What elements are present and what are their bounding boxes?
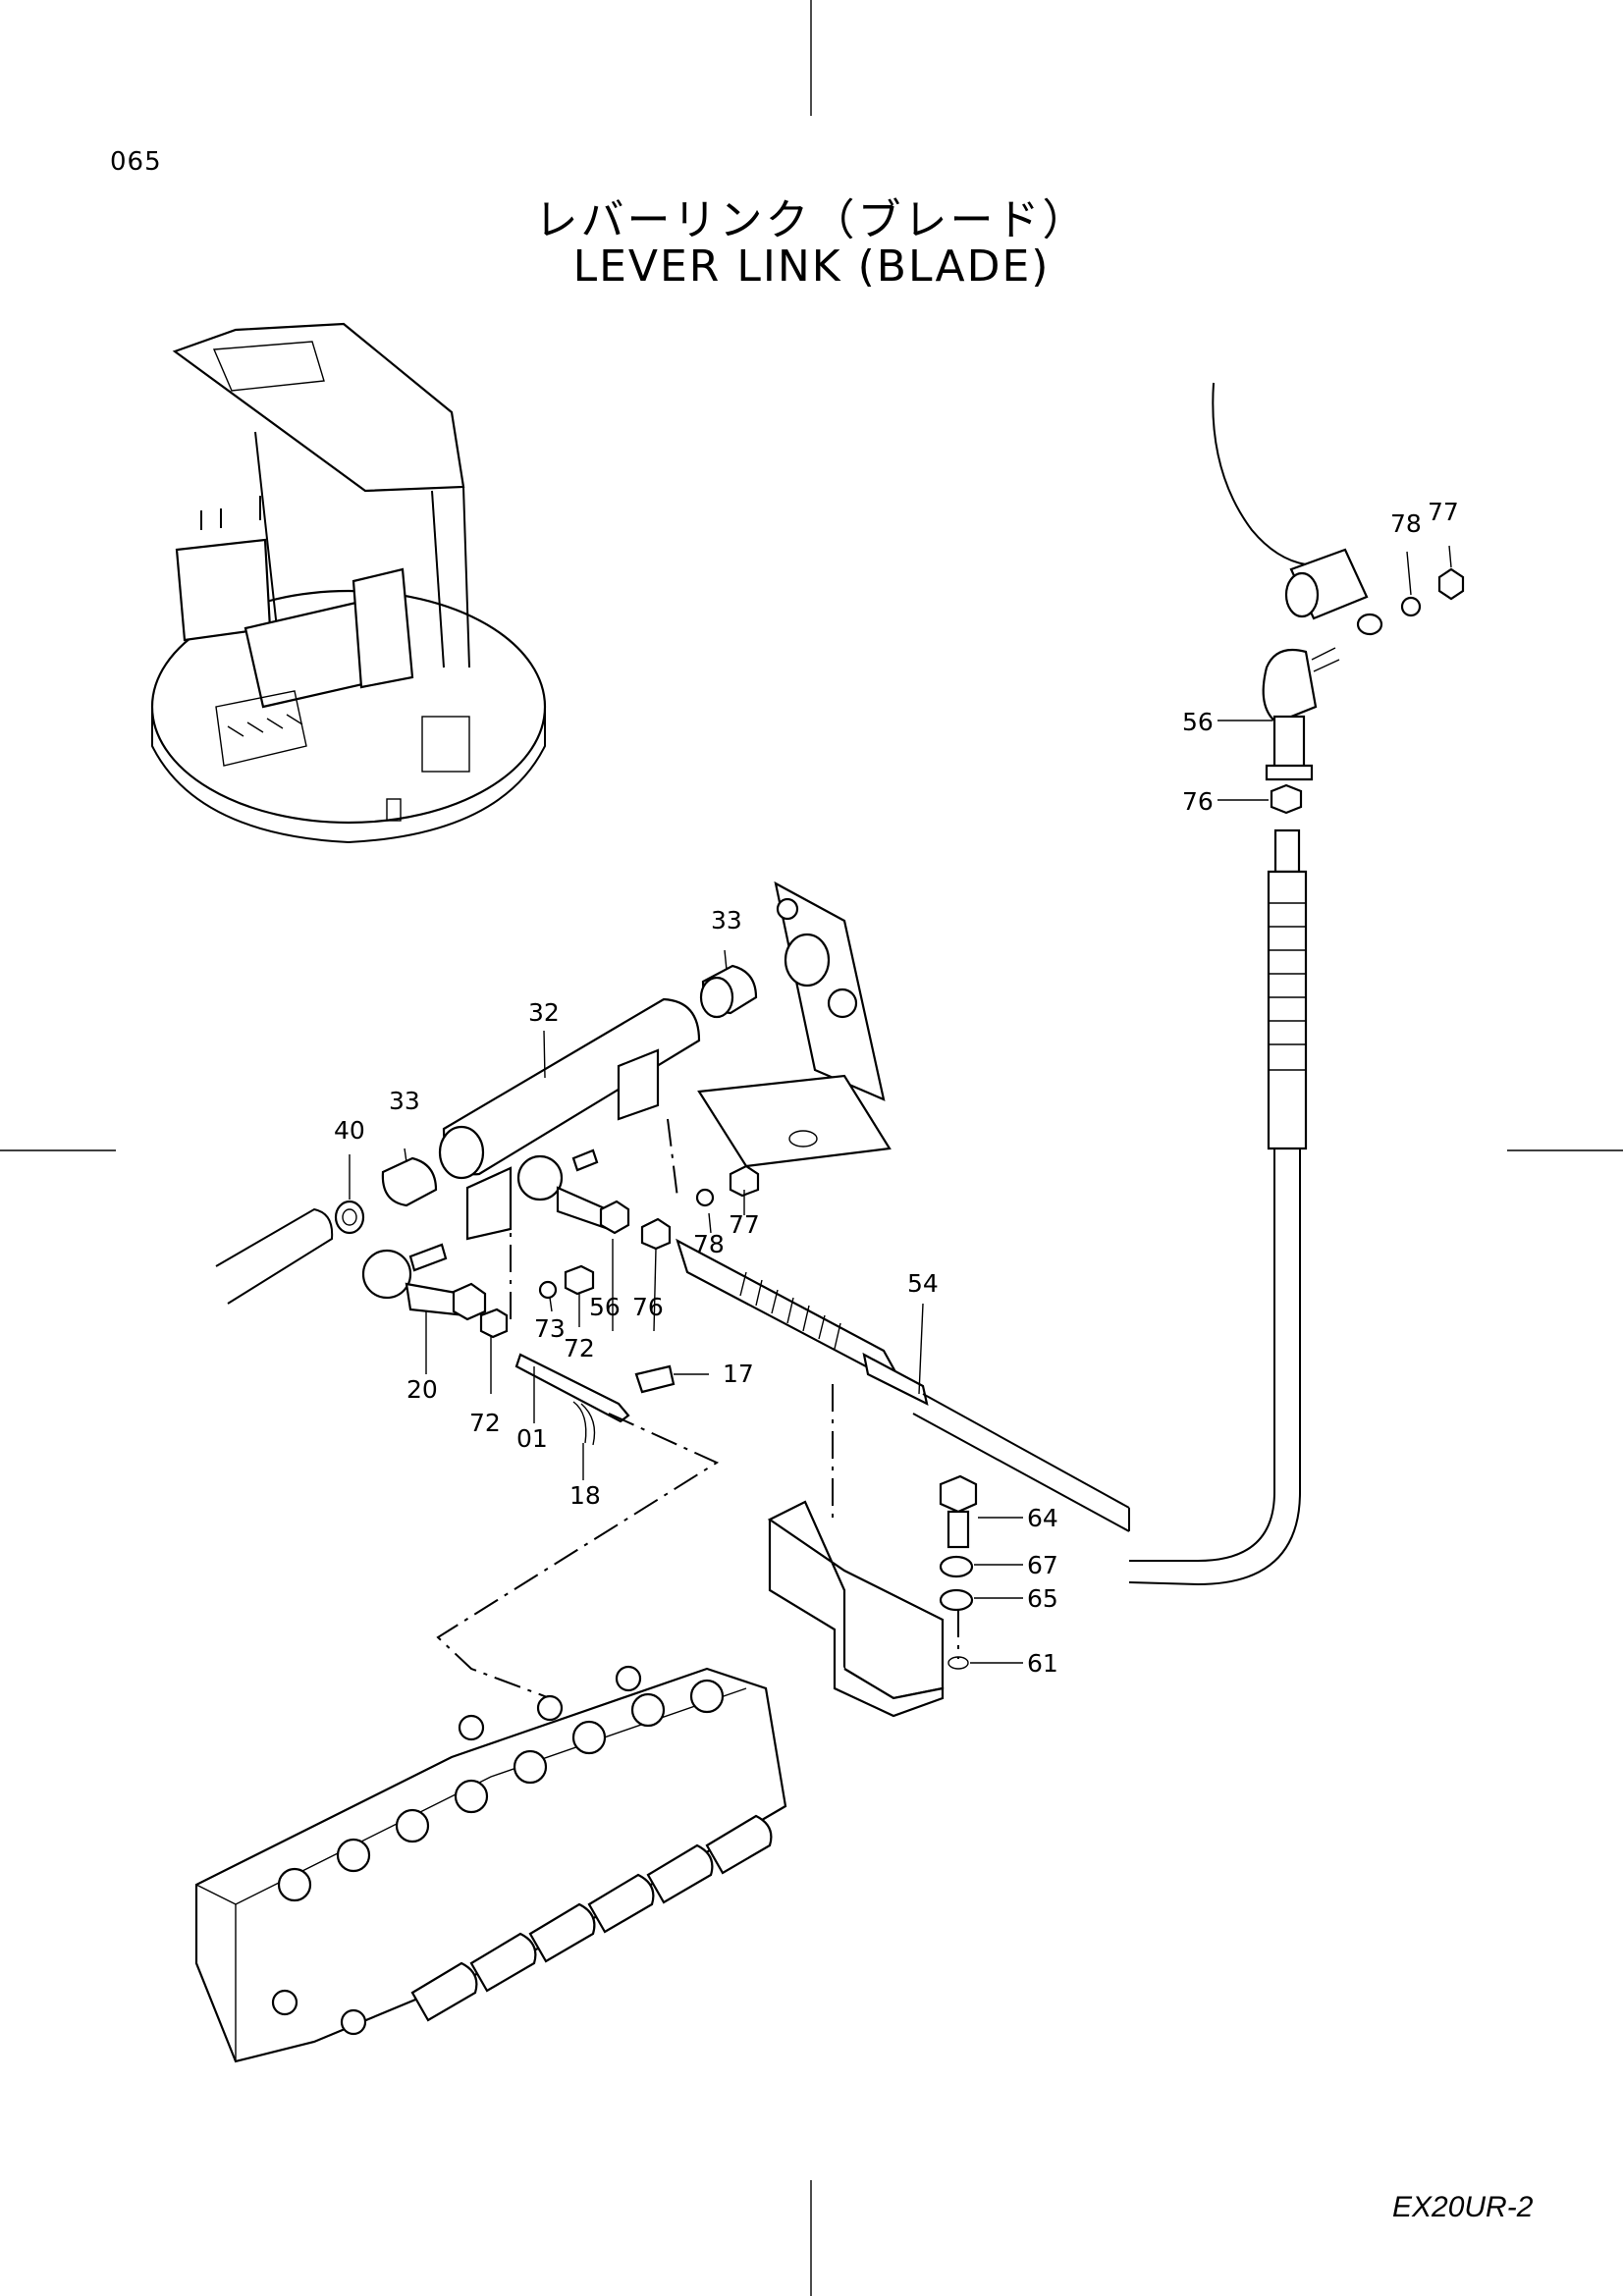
excavator-overview-illustration bbox=[150, 322, 547, 844]
part-label-65: 65 bbox=[1027, 1584, 1058, 1613]
part-label-40: 40 bbox=[334, 1116, 365, 1145]
upper-mounting-bracket bbox=[697, 881, 892, 1168]
part-label-17: 17 bbox=[723, 1360, 754, 1388]
part-label-78: 78 bbox=[693, 1230, 725, 1258]
lower-mounting-bracket bbox=[767, 1384, 978, 1718]
part-label-77: 77 bbox=[1428, 498, 1459, 526]
cable-upper-end-assembly bbox=[1128, 382, 1465, 1586]
part-label-20: 20 bbox=[406, 1375, 438, 1404]
page-title-japanese: レバーリンク（ブレード） bbox=[534, 195, 1089, 245]
part-label-54: 54 bbox=[907, 1269, 939, 1298]
control-cable bbox=[676, 1238, 1130, 1532]
part-label-67: 67 bbox=[1027, 1551, 1058, 1579]
part-label-72: 72 bbox=[564, 1334, 595, 1362]
part-label-61: 61 bbox=[1027, 1649, 1058, 1678]
control-valve-block bbox=[194, 1665, 787, 2063]
part-number-callouts: 78 77 56 76 33 32 33 40 78 77 54 73 72 5… bbox=[334, 498, 1459, 1678]
page-number: 065 bbox=[110, 147, 162, 177]
part-label-01: 01 bbox=[516, 1424, 548, 1453]
part-label-72: 72 bbox=[469, 1409, 501, 1437]
part-label-76: 76 bbox=[1182, 787, 1214, 816]
part-label-33: 33 bbox=[389, 1087, 420, 1115]
part-label-73: 73 bbox=[534, 1314, 566, 1343]
part-label-56: 56 bbox=[589, 1293, 621, 1321]
part-label-18: 18 bbox=[569, 1481, 601, 1510]
page-title-english: LEVER LINK (BLADE) bbox=[572, 241, 1051, 292]
part-label-64: 64 bbox=[1027, 1504, 1058, 1532]
part-label-78: 78 bbox=[1390, 509, 1422, 538]
part-label-33: 33 bbox=[711, 906, 742, 934]
part-label-76: 76 bbox=[632, 1293, 664, 1321]
part-label-56: 56 bbox=[1182, 708, 1214, 736]
lever-shaft-assembly bbox=[215, 964, 760, 1699]
part-label-32: 32 bbox=[528, 998, 560, 1027]
leader-lines bbox=[349, 545, 1452, 1664]
model-code: EX20UR-2 bbox=[1392, 2191, 1534, 2223]
part-label-77: 77 bbox=[729, 1210, 760, 1239]
